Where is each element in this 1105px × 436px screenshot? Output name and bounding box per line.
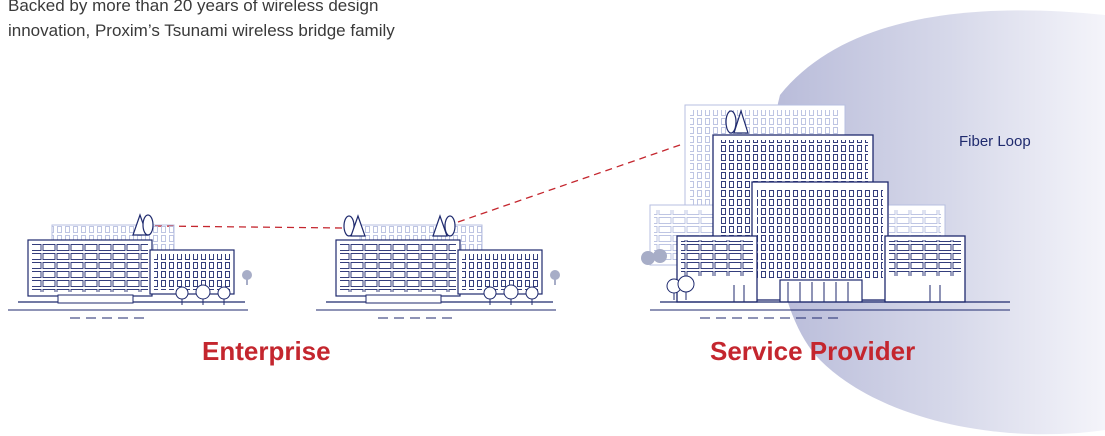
intro-text: Backed by more than 20 years of wireless… (8, 0, 568, 43)
tree-icon (550, 270, 560, 285)
wireless-links (154, 127, 730, 229)
enterprise-building-1 (8, 213, 252, 319)
intro-line-1: Backed by more than 20 years of wireless… (8, 0, 379, 15)
tree-icon (242, 270, 252, 285)
service-provider-label: Service Provider (710, 336, 916, 366)
antenna-icon (132, 213, 154, 236)
intro-line-2: innovation, Proxim’s Tsunami wireless br… (8, 21, 395, 40)
tree-icon (666, 275, 695, 300)
enterprise-building-2 (316, 214, 560, 319)
enterprise-label: Enterprise (202, 336, 331, 366)
link-enterprise-relay (154, 225, 344, 229)
service-provider-building (641, 104, 1010, 319)
antenna-icon (343, 214, 366, 237)
antenna-icon (432, 214, 456, 237)
antenna-icon (725, 109, 749, 134)
tree-icon (175, 284, 231, 305)
fiber-loop-label: Fiber Loop (959, 133, 1031, 150)
tree-icon (483, 284, 539, 305)
tree-icon (641, 249, 667, 265)
